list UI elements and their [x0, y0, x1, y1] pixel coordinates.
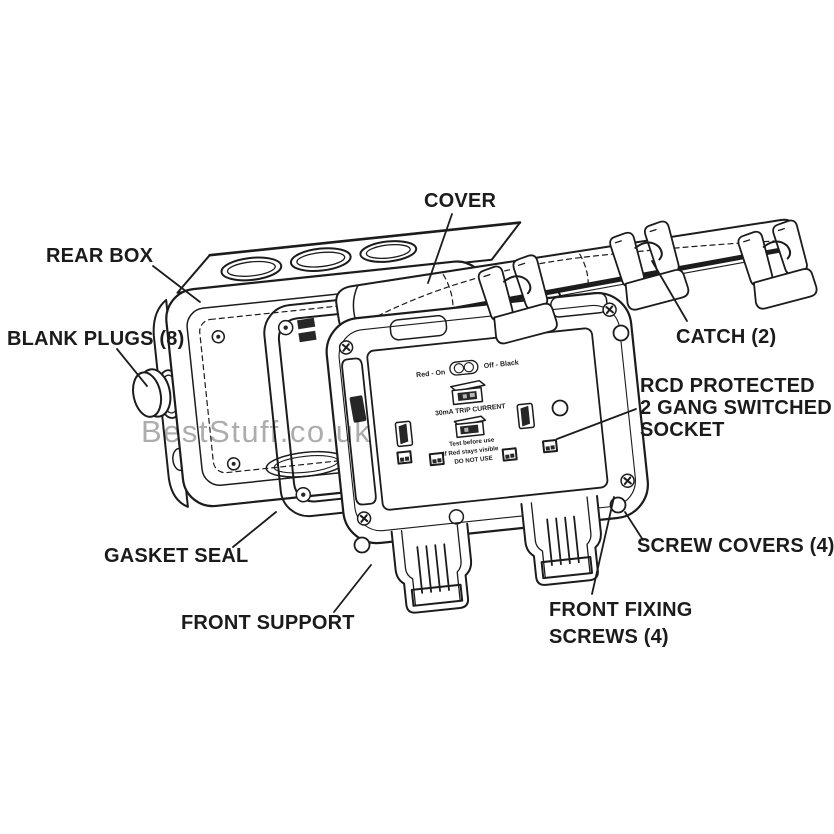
label-front-support: FRONT SUPPORT: [181, 612, 355, 634]
front-fixing-screw-2: [601, 301, 618, 318]
label-catch: CATCH (2): [676, 326, 777, 348]
leader-catch: [651, 260, 688, 322]
leader-gasket-seal: [232, 511, 277, 548]
warning-line-3: DO NOT USE: [454, 455, 493, 466]
front-support-left: [390, 522, 473, 614]
leader-screw-covers: [624, 511, 644, 541]
label-rcd-line3: SOCKET: [640, 419, 725, 441]
hinge-bar: [341, 357, 377, 506]
leader-front-support: [333, 564, 372, 613]
leader-rcd-socket: [556, 408, 637, 440]
leader-cover: [427, 213, 453, 284]
socket-pin-holes: [396, 439, 559, 467]
indicator-right-text: Off - Black: [483, 359, 519, 370]
screw-cover-1: [612, 324, 630, 342]
label-cover: COVER: [424, 190, 497, 212]
knockout-top-2: [289, 247, 352, 272]
box-top-rear-edge: [208, 221, 522, 257]
label-rcd-line1: RCD PROTECTED: [640, 375, 815, 397]
warning-line-1: Test before use: [449, 436, 495, 448]
cover-latch-window-left: [389, 314, 448, 341]
blank-plug-drawing: [132, 368, 172, 418]
label-screw-covers: SCREW COVERS (4): [637, 535, 834, 557]
front-fixing-screw-1: [337, 339, 355, 356]
label-front-fixing-line2: SCREWS (4): [549, 626, 669, 648]
label-front-fixing-line1: FRONT FIXING: [549, 599, 693, 621]
leader-blank-plugs: [116, 348, 148, 387]
label-blank-plugs: BLANK PLUGS (8): [7, 328, 185, 350]
screw-cover-4: [353, 536, 371, 554]
test-button: [450, 379, 486, 406]
label-rcd-line2: 2 GANG SWITCHED: [640, 397, 832, 419]
front-support-right: [520, 495, 602, 586]
label-rear-box: REAR BOX: [46, 245, 154, 267]
leader-lines: [116, 213, 688, 613]
front-fixing-screw-3: [355, 510, 373, 527]
rocker-switch-right: [516, 402, 536, 430]
front-fixing-screw-4: [619, 472, 636, 489]
screw-cover-2: [551, 399, 569, 417]
indicator-window: [449, 359, 479, 376]
leader-front-fixing: [591, 496, 615, 595]
socket-plate-drawing: Red - On Off - Black 30mA TRIP CURRENT: [325, 291, 649, 614]
indicator-left-text: Red - On: [416, 369, 446, 379]
leader-rear-box: [152, 265, 201, 303]
loose-parts: [132, 324, 630, 554]
reset-button: [453, 415, 487, 439]
knockout-top-1: [220, 256, 283, 282]
screw-cover-3: [609, 496, 627, 514]
label-gasket-seal: GASKET SEAL: [104, 545, 249, 567]
socket-faceplate: [366, 327, 609, 511]
label-front-fixing-screws: FRONT FIXING SCREWS (4): [549, 597, 693, 651]
rocker-switch-left: [394, 420, 414, 448]
knockout-top-3: [359, 240, 418, 263]
label-rcd-socket: RCD PROTECTED 2 GANG SWITCHED SOCKET: [640, 375, 832, 441]
